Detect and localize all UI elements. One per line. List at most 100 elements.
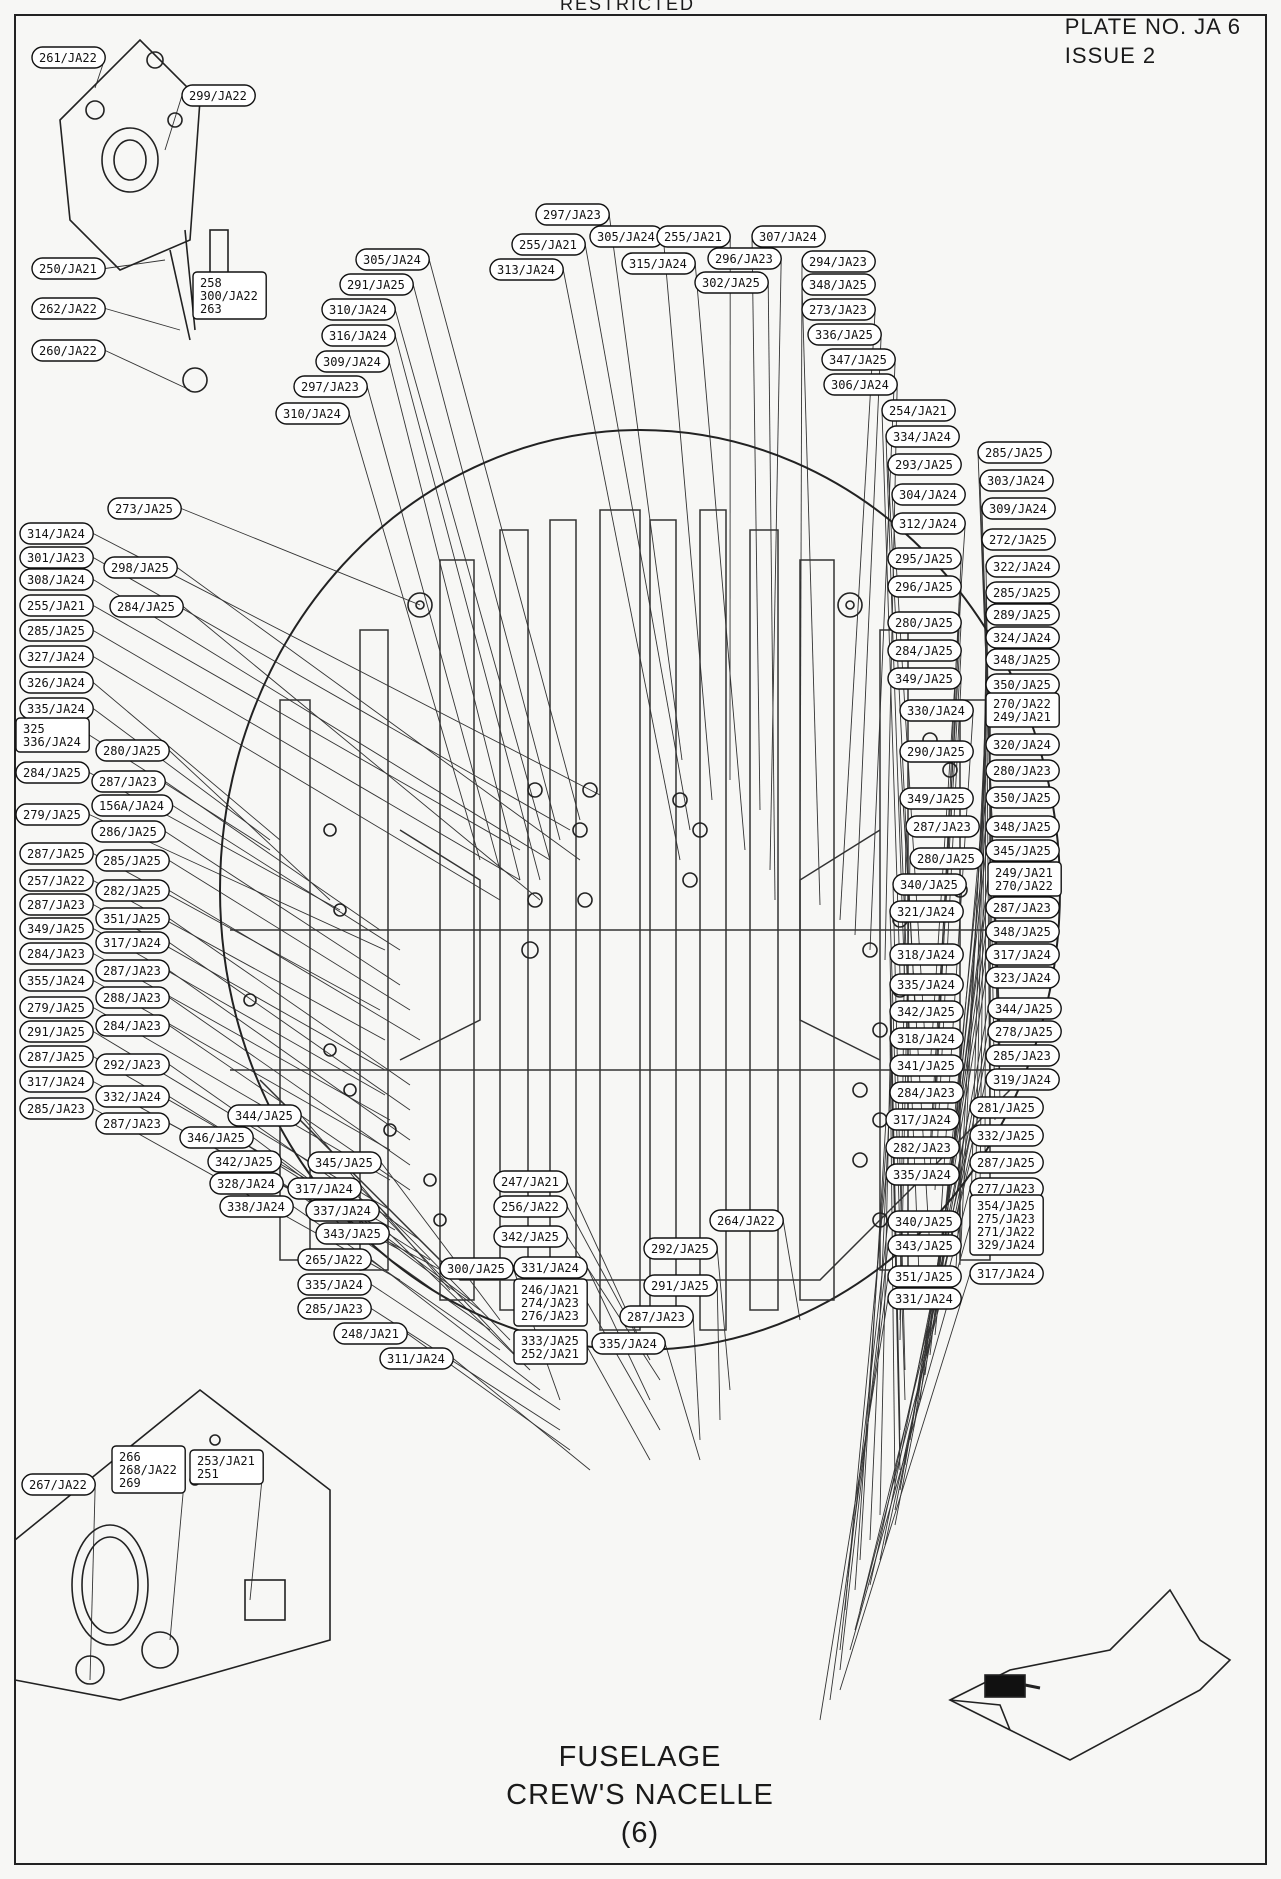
leader-line bbox=[959, 709, 987, 1266]
title-line-2: CREW'S NACELLE bbox=[506, 1779, 774, 1811]
callout-box bbox=[985, 581, 1060, 604]
callout-c3: 250/JA21 bbox=[31, 257, 106, 280]
callout-box bbox=[887, 547, 962, 570]
callout-c87: 349/JA25 bbox=[19, 917, 94, 940]
callout-text: 262/JA22 bbox=[39, 302, 97, 316]
leader-line bbox=[885, 436, 906, 991]
callout-box bbox=[891, 483, 966, 506]
callout-c116: 287/JA23 bbox=[95, 1112, 170, 1135]
leader-line bbox=[168, 997, 411, 1166]
callout-text: 342/JA25 bbox=[897, 1005, 955, 1019]
callout-box bbox=[899, 787, 974, 810]
callout-text: 335/JA24 bbox=[897, 978, 955, 992]
callout-text: 316/JA24 bbox=[329, 329, 387, 343]
callout-box bbox=[19, 969, 94, 992]
callout-text: 305/JA24 bbox=[597, 230, 655, 244]
callout-c11: 307/JA24 bbox=[751, 225, 826, 248]
callout-text: 284/JA25 bbox=[23, 766, 81, 780]
callout-c102: 344/JA25 bbox=[987, 997, 1062, 1020]
callout-text: 297/JA23 bbox=[543, 208, 601, 222]
callout-c88: 321/JA24 bbox=[889, 900, 964, 923]
callout-box bbox=[19, 996, 94, 1019]
leader-line bbox=[854, 334, 882, 936]
leader-line bbox=[388, 1233, 531, 1371]
callout-box bbox=[275, 402, 350, 425]
callout-box bbox=[656, 225, 731, 248]
callout-c141: 300/JA25 bbox=[439, 1257, 514, 1280]
callout-text: 287/JA23 bbox=[913, 820, 971, 834]
leader-line bbox=[168, 970, 411, 1141]
title-line-1: FUSELAGE bbox=[558, 1741, 722, 1773]
callout-c21: 273/JA23 bbox=[801, 298, 876, 321]
callout-box bbox=[91, 820, 166, 843]
callout-box bbox=[219, 1195, 294, 1218]
leader-line bbox=[854, 1188, 971, 1631]
callout-c100: 284/JA23 bbox=[95, 1014, 170, 1037]
callout-box bbox=[493, 1225, 568, 1248]
callout-box bbox=[969, 1096, 1044, 1119]
callout-box bbox=[985, 896, 1060, 919]
callout-c55: 348/JA25 bbox=[985, 648, 1060, 671]
callout-box bbox=[887, 639, 962, 662]
callout-box bbox=[19, 893, 94, 916]
sheet-border bbox=[14, 14, 1267, 1865]
callout-box bbox=[751, 225, 826, 248]
callout-text: 285/JA25 bbox=[985, 446, 1043, 460]
callout-text: 268/JA22 bbox=[119, 1463, 177, 1477]
callout-box bbox=[985, 786, 1060, 809]
callout-text: 348/JA25 bbox=[993, 820, 1051, 834]
callout-c132: 247/JA21 bbox=[493, 1170, 568, 1193]
callout-c105: 278/JA25 bbox=[987, 1020, 1062, 1043]
callout-text: 320/JA24 bbox=[993, 738, 1051, 752]
callout-box bbox=[643, 1274, 718, 1297]
callout-c150: 287/JA23 bbox=[619, 1305, 694, 1328]
callout-text: 335/JA24 bbox=[599, 1337, 657, 1351]
callout-text: 345/JA25 bbox=[315, 1156, 373, 1170]
callout-box bbox=[19, 645, 94, 668]
callout-text: 279/JA25 bbox=[27, 1001, 85, 1015]
callout-text: 291/JA25 bbox=[651, 1279, 709, 1293]
callout-box bbox=[707, 247, 782, 270]
callout-c39: 272/JA25 bbox=[981, 528, 1056, 551]
callout-box bbox=[91, 794, 174, 817]
callout-text: 273/JA23 bbox=[809, 303, 867, 317]
callout-c37: 312/JA24 bbox=[891, 512, 966, 535]
leader-line bbox=[716, 1285, 721, 1421]
callout-box bbox=[887, 1210, 962, 1233]
callout-box bbox=[307, 1151, 382, 1174]
leader-line bbox=[782, 1220, 801, 1321]
drawing-title: FUSELAGE CREW'S NACELLE (6) bbox=[440, 1738, 840, 1852]
callout-c126: 317/JA24 bbox=[287, 1177, 362, 1200]
callout-c19: 348/JA25 bbox=[801, 273, 876, 296]
callout-box bbox=[95, 1014, 170, 1037]
callout-box bbox=[192, 271, 267, 320]
callout-box bbox=[179, 1126, 254, 1149]
callout-text: 284/JA25 bbox=[117, 600, 175, 614]
callout-box bbox=[297, 1248, 372, 1271]
callout-text: 289/JA25 bbox=[993, 608, 1051, 622]
callout-text: 313/JA24 bbox=[497, 263, 555, 277]
callout-c47: 255/JA21 bbox=[19, 594, 94, 617]
callout-c98: 323/JA24 bbox=[985, 966, 1060, 989]
leader-line bbox=[164, 831, 401, 986]
callout-text: 346/JA25 bbox=[187, 1131, 245, 1145]
callout-box bbox=[985, 759, 1060, 782]
callout-text: 256/JA22 bbox=[501, 1200, 559, 1214]
callout-box bbox=[887, 611, 962, 634]
leader-line bbox=[452, 1358, 591, 1471]
callout-text: 252/JA21 bbox=[521, 1347, 579, 1361]
callout-text: 282/JA23 bbox=[893, 1141, 951, 1155]
callout-c48: 284/JA25 bbox=[109, 595, 184, 618]
callout-text: 261/JA22 bbox=[39, 51, 97, 65]
leader-line bbox=[694, 263, 746, 851]
callout-text: 343/JA25 bbox=[323, 1227, 381, 1241]
callout-box bbox=[315, 350, 390, 373]
leader-line bbox=[767, 282, 776, 901]
callout-c94: 317/JA24 bbox=[985, 943, 1060, 966]
callout-text: 296/JA25 bbox=[895, 580, 953, 594]
leader-line bbox=[586, 1346, 651, 1461]
callout-box bbox=[333, 1322, 408, 1345]
callout-text: 295/JA25 bbox=[895, 552, 953, 566]
